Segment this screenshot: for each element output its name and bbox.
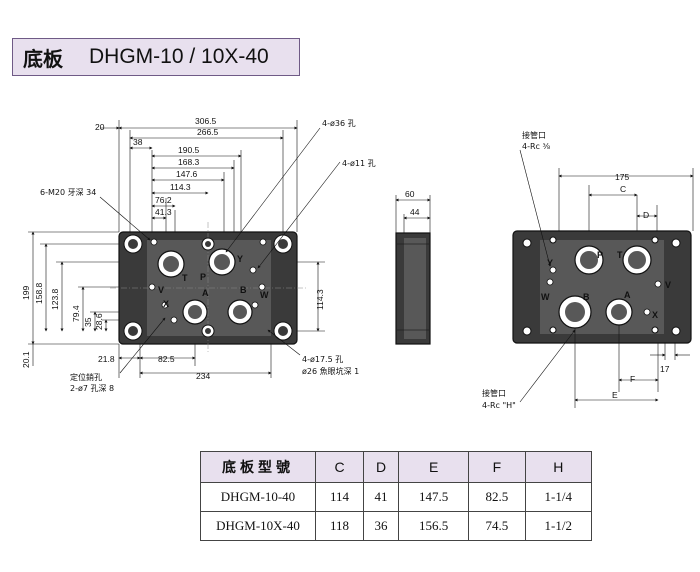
right-view: 175 C D 17 F E 接管口 4-Rc ³⁄₈ 接管口 4-Rc "H"… bbox=[482, 130, 694, 410]
conn-bottom-spec: 4-Rc "H" bbox=[482, 401, 516, 410]
right-label-p: P bbox=[597, 250, 603, 260]
cell-model: DHGM-10X-40 bbox=[200, 511, 316, 541]
table-row: DHGM-10X-40 118 36 156.5 74.5 1-1/2 bbox=[200, 511, 593, 541]
conn-bottom-label: 接管口 bbox=[482, 388, 506, 398]
spec-table: 底板型號 C D E F H DHGM-10-40 114 41 147.5 8… bbox=[200, 451, 593, 541]
dim-21-8: 21.8 bbox=[98, 354, 115, 364]
cell-c: 118 bbox=[314, 511, 365, 541]
dim-114-3: 114.3 bbox=[170, 182, 191, 192]
dim-175: 175 bbox=[615, 172, 629, 182]
header-c: C bbox=[314, 451, 365, 483]
title-banner: 底板 DHGM-10 / 10X-40 bbox=[12, 38, 300, 76]
cell-f: 74.5 bbox=[468, 511, 526, 541]
cell-e: 147.5 bbox=[397, 482, 470, 512]
cell-e: 156.5 bbox=[397, 511, 470, 541]
front-dimensions: 20 306.5 266.5 38 190.5 168.3 147.6 114.… bbox=[21, 116, 376, 393]
technical-drawing: 20 306.5 266.5 38 190.5 168.3 147.6 114.… bbox=[21, 116, 694, 410]
callout-spot26: ø26 魚眼坑深 1 bbox=[302, 366, 359, 376]
spec-header-row: 底板型號 C D E F H bbox=[200, 451, 593, 483]
cell-h: 1-1/2 bbox=[524, 511, 593, 541]
dim-20-1: 20.1 bbox=[21, 351, 31, 368]
header-e: E bbox=[397, 451, 470, 483]
callout-m20: 6-M20 牙深 34 bbox=[40, 188, 96, 197]
dim-168-3: 168.3 bbox=[178, 157, 200, 167]
header-d: D bbox=[363, 451, 399, 483]
callout-hole36: 4-ø36 孔 bbox=[322, 119, 356, 128]
port-label-p: P bbox=[200, 272, 206, 282]
port-label-y: Y bbox=[237, 254, 243, 264]
dim-c: C bbox=[620, 184, 626, 194]
cell-model: DHGM-10-40 bbox=[200, 482, 316, 512]
right-label-t: T bbox=[617, 250, 623, 260]
cell-f: 82.5 bbox=[468, 482, 526, 512]
dim-266-5: 266.5 bbox=[197, 127, 219, 137]
right-label-v: V bbox=[665, 280, 671, 290]
port-label-t: T bbox=[182, 273, 188, 283]
dim-17: 17 bbox=[660, 364, 670, 374]
dim-side-44: 44 bbox=[410, 207, 420, 217]
port-label-a: A bbox=[202, 288, 209, 298]
dim-d: D bbox=[643, 210, 649, 220]
front-view bbox=[28, 120, 341, 378]
port-label-b: B bbox=[240, 285, 247, 295]
table-row: DHGM-10-40 114 41 147.5 82.5 1-1/4 bbox=[200, 482, 593, 512]
side-view: 60 44 bbox=[395, 189, 431, 345]
cell-c: 114 bbox=[314, 482, 365, 512]
dim-123-8: 123.8 bbox=[50, 288, 60, 310]
callout-pin2: 2-ø7 孔深 8 bbox=[70, 384, 114, 393]
dim-158-8: 158.8 bbox=[34, 282, 44, 304]
cell-h: 1-1/4 bbox=[524, 482, 593, 512]
right-label-y: Y bbox=[547, 258, 553, 268]
right-label-w: W bbox=[541, 292, 550, 302]
callout-hole175: 4-ø17.5 孔 bbox=[302, 355, 343, 364]
header-model: 底板型號 bbox=[200, 451, 316, 483]
dim-41-3: 41.3 bbox=[155, 207, 172, 217]
port-label-v: V bbox=[158, 285, 164, 295]
dim-190-5: 190.5 bbox=[178, 145, 200, 155]
dim-76-2: 76.2 bbox=[155, 195, 172, 205]
dim-82-5: 82.5 bbox=[158, 354, 175, 364]
title-model: DHGM-10 / 10X-40 bbox=[89, 45, 269, 68]
callout-hole11: 4-ø11 孔 bbox=[342, 159, 376, 168]
right-label-x: X bbox=[652, 310, 658, 320]
dim-e: E bbox=[612, 390, 618, 400]
dim-234: 234 bbox=[196, 371, 210, 381]
cell-d: 36 bbox=[363, 511, 399, 541]
dim-28-6: 28.6 bbox=[94, 313, 104, 330]
dim-38: 38 bbox=[133, 137, 143, 147]
right-label-b: B bbox=[583, 292, 590, 302]
conn-top-label: 接管口 bbox=[522, 130, 546, 140]
dim-199: 199 bbox=[21, 286, 31, 300]
port-label-w: W bbox=[260, 290, 269, 300]
dim-114-3-right: 114.3 bbox=[315, 289, 325, 310]
dim-306-5: 306.5 bbox=[195, 116, 217, 126]
callout-pin1: 定位銷孔 bbox=[70, 372, 102, 382]
cell-d: 41 bbox=[363, 482, 399, 512]
header-f: F bbox=[468, 451, 526, 483]
dim-79-4: 79.4 bbox=[71, 305, 81, 322]
dim-20: 20 bbox=[95, 122, 105, 132]
header-h: H bbox=[524, 451, 593, 483]
dim-f: F bbox=[630, 374, 635, 384]
title-chinese: 底板 bbox=[23, 46, 63, 71]
dim-35: 35 bbox=[83, 317, 93, 327]
dim-side-60: 60 bbox=[405, 189, 415, 199]
right-label-a: A bbox=[624, 290, 631, 300]
dim-147-6: 147.6 bbox=[176, 169, 198, 179]
conn-top-spec: 4-Rc ³⁄₈ bbox=[522, 142, 550, 151]
port-label-x: X bbox=[163, 299, 169, 309]
